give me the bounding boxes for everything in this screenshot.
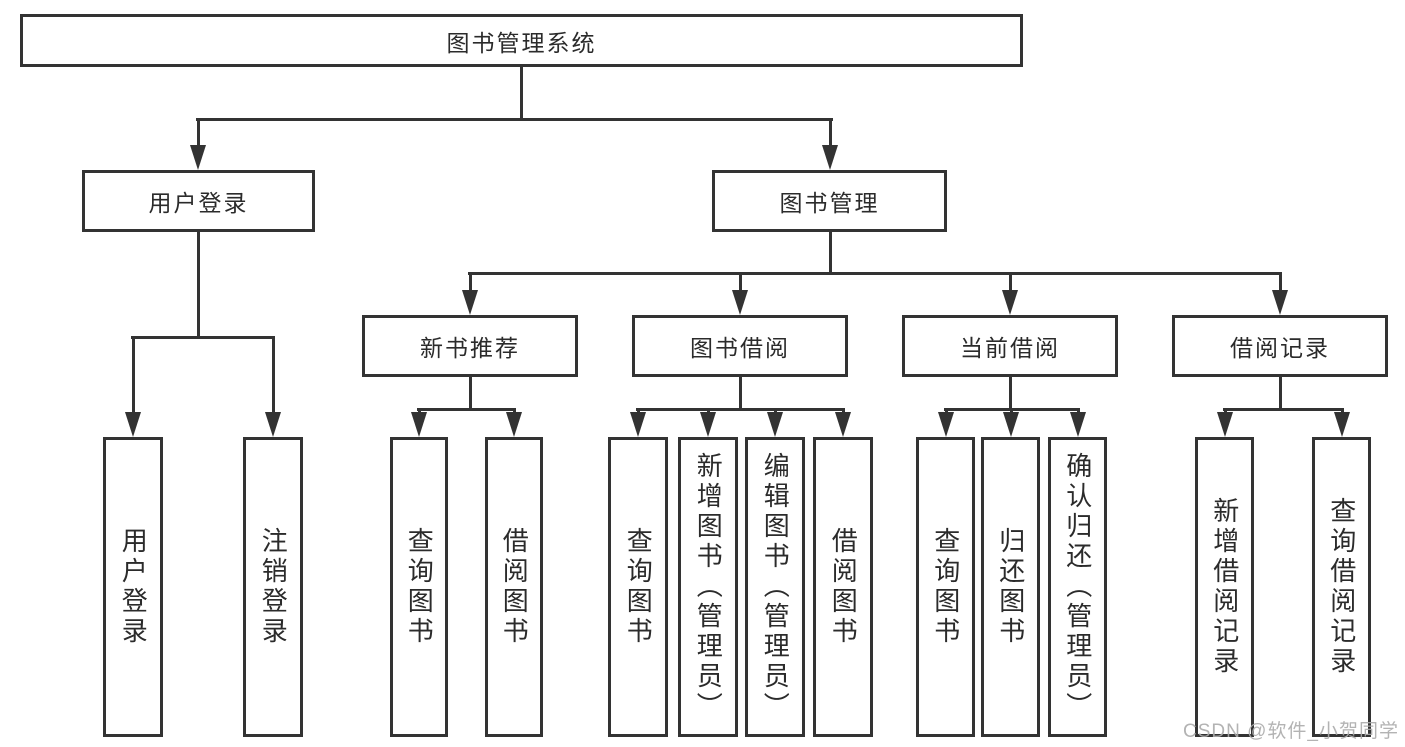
node-book-management-label: 图书管理: [779, 190, 880, 216]
arrow-to-leaf-add-borrow-record: [1217, 412, 1233, 437]
arrow-to-leaf-query-books-current: [938, 412, 954, 437]
connector-bm-drop-3: [1008, 272, 1012, 293]
connector-nbr-bar: [417, 408, 516, 411]
arrow-to-leaf-return-books: [1003, 412, 1019, 437]
arrow-to-leaf-borrow-books: [835, 412, 851, 437]
node-user-login-label: 用户登录: [148, 190, 249, 216]
node-book-borrow-label: 图书借阅: [690, 335, 790, 361]
connector-br-stem: [1278, 377, 1282, 411]
node-book-borrow: 图书借阅: [632, 315, 848, 377]
connector-bm-drop-4: [1278, 272, 1282, 293]
leaf-return-books: 归还图书: [981, 437, 1040, 737]
arrow-to-leaf-logout: [265, 412, 281, 437]
leaf-query-borrow-record: 查询借阅记录: [1312, 437, 1371, 737]
connector-bb-bar: [636, 408, 845, 411]
leaf-query-books-borrow: 查询图书: [608, 437, 668, 737]
connector-book-management-bar: [468, 272, 1282, 275]
leaf-user-login-label: 用户登录: [118, 527, 149, 647]
leaf-add-borrow-record: 新增借阅记录: [1195, 437, 1254, 737]
arrow-to-leaf-borrow-books-recommend: [506, 412, 522, 437]
node-borrow-records: 借阅记录: [1172, 315, 1388, 377]
arrow-to-borrow-records: [1272, 290, 1288, 315]
leaf-add-books-admin: 新增图书（管理员）: [678, 437, 738, 737]
connector-root-drop-right: [828, 118, 832, 148]
connector-root-bar: [196, 118, 833, 121]
leaf-query-borrow-record-label: 查询借阅记录: [1326, 497, 1357, 677]
connector-bm-drop-2: [738, 272, 742, 293]
connector-user-login-stem: [196, 232, 200, 339]
connector-bm-drop-1: [468, 272, 472, 293]
connector-root-stem: [520, 67, 523, 120]
arrow-to-leaf-edit-books-admin: [767, 412, 783, 437]
node-current-borrow-label: 当前借阅: [960, 335, 1060, 361]
connector-cb-stem: [1008, 377, 1012, 411]
leaf-confirm-return-admin: 确认归还（管理员）: [1048, 437, 1107, 737]
connector-root-drop-left: [196, 118, 200, 148]
leaf-query-books-current-label: 查询图书: [930, 527, 961, 647]
arrow-to-user-login: [190, 145, 206, 170]
leaf-query-books-recommend: 查询图书: [390, 437, 448, 737]
node-borrow-records-label: 借阅记录: [1230, 335, 1330, 361]
arrow-to-book-management: [822, 145, 838, 170]
leaf-user-login: 用户登录: [103, 437, 163, 737]
node-book-management: 图书管理: [712, 170, 947, 232]
leaf-borrow-books: 借阅图书: [813, 437, 873, 737]
leaf-borrow-books-recommend-label: 借阅图书: [499, 527, 530, 647]
arrow-to-leaf-confirm-return-admin: [1070, 412, 1086, 437]
leaf-borrow-books-label: 借阅图书: [828, 527, 859, 647]
connector-nbr-stem: [468, 377, 472, 411]
connector-br-bar: [1223, 408, 1344, 411]
arrow-to-new-book-recommend: [462, 290, 478, 315]
leaf-query-books-recommend-label: 查询图书: [404, 527, 435, 647]
connector-user-login-bar: [131, 336, 275, 339]
leaf-add-books-admin-label: 新增图书（管理员）: [693, 452, 724, 722]
leaf-add-borrow-record-label: 新增借阅记录: [1209, 497, 1240, 677]
arrow-to-book-borrow: [732, 290, 748, 315]
node-root-label: 图书管理系统: [446, 29, 597, 56]
leaf-query-books-borrow-label: 查询图书: [623, 527, 654, 647]
leaf-edit-books-admin-label: 编辑图书（管理员）: [760, 452, 791, 722]
arrow-to-leaf-query-books-borrow: [630, 412, 646, 437]
arrow-to-current-borrow: [1002, 290, 1018, 315]
leaf-confirm-return-admin-label: 确认归还（管理员）: [1062, 452, 1093, 722]
connector-book-management-stem: [828, 232, 832, 275]
leaf-query-books-current: 查询图书: [916, 437, 975, 737]
arrow-to-leaf-query-books-recommend: [411, 412, 427, 437]
connector-bb-stem: [738, 377, 742, 411]
leaf-logout-label: 注销登录: [258, 527, 289, 647]
leaf-logout: 注销登录: [243, 437, 303, 737]
node-new-book-recommend: 新书推荐: [362, 315, 578, 377]
connector-user-login-drop-2: [271, 336, 275, 415]
node-root: 图书管理系统: [20, 14, 1023, 67]
leaf-borrow-books-recommend: 借阅图书: [485, 437, 543, 737]
arrow-to-leaf-user-login: [125, 412, 141, 437]
node-current-borrow: 当前借阅: [902, 315, 1118, 377]
node-new-book-recommend-label: 新书推荐: [420, 335, 520, 361]
leaf-return-books-label: 归还图书: [995, 527, 1026, 647]
arrow-to-leaf-add-books-admin: [700, 412, 716, 437]
watermark: CSDN @软件_小贺同学: [1183, 721, 1399, 742]
node-user-login: 用户登录: [82, 170, 315, 232]
connector-user-login-drop-1: [131, 336, 135, 415]
arrow-to-leaf-query-borrow-record: [1334, 412, 1350, 437]
leaf-edit-books-admin: 编辑图书（管理员）: [745, 437, 805, 737]
